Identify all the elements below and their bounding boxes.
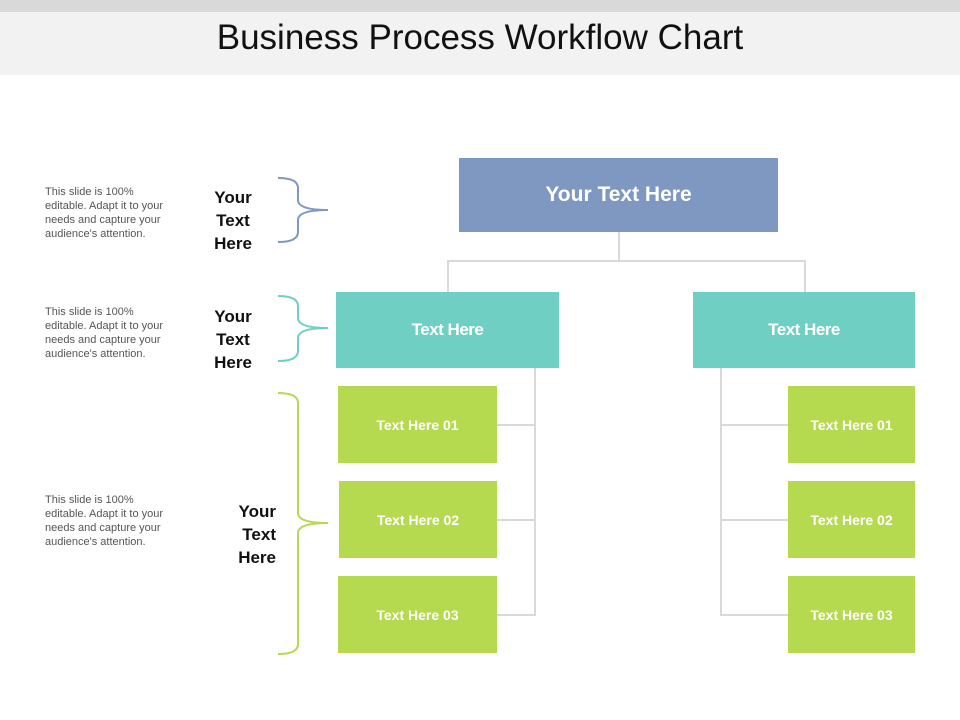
row-description: This slide is 100% editable. Adapt it to… xyxy=(45,494,164,548)
bracket-2 xyxy=(277,295,329,362)
connector xyxy=(447,260,806,262)
row-description: This slide is 100% editable. Adapt it to… xyxy=(45,306,164,360)
page-title: Business Process Workflow Chart xyxy=(216,18,744,57)
leaf-box: Text Here 02 xyxy=(339,481,497,558)
leaf-box: Text Here 03 xyxy=(338,576,497,653)
connector xyxy=(804,260,806,292)
row-label: Your Text Here xyxy=(238,502,276,567)
leaf-box: Text Here 01 xyxy=(338,386,497,463)
connector xyxy=(618,232,620,261)
connector xyxy=(720,368,722,616)
bracket-3 xyxy=(277,392,329,655)
branch-box-left: Text Here xyxy=(336,292,559,368)
connector xyxy=(721,424,788,426)
leaf-box: Text Here 03 xyxy=(788,576,915,653)
connector xyxy=(721,519,788,521)
row-label: Your Text Here xyxy=(214,188,252,253)
connector xyxy=(497,424,535,426)
connector xyxy=(447,260,449,292)
title-band xyxy=(0,12,960,75)
bracket-1 xyxy=(277,177,329,243)
connector xyxy=(497,519,535,521)
leaf-box: Text Here 01 xyxy=(788,386,915,463)
connector xyxy=(721,614,788,616)
connector xyxy=(497,614,535,616)
row-label: Your Text Here xyxy=(214,307,252,372)
connector xyxy=(534,368,536,616)
root-box: Your Text Here xyxy=(459,158,778,232)
top-bar xyxy=(0,0,960,12)
row-description: This slide is 100% editable. Adapt it to… xyxy=(45,186,164,240)
branch-box-right: Text Here xyxy=(693,292,915,368)
leaf-box: Text Here 02 xyxy=(788,481,915,558)
